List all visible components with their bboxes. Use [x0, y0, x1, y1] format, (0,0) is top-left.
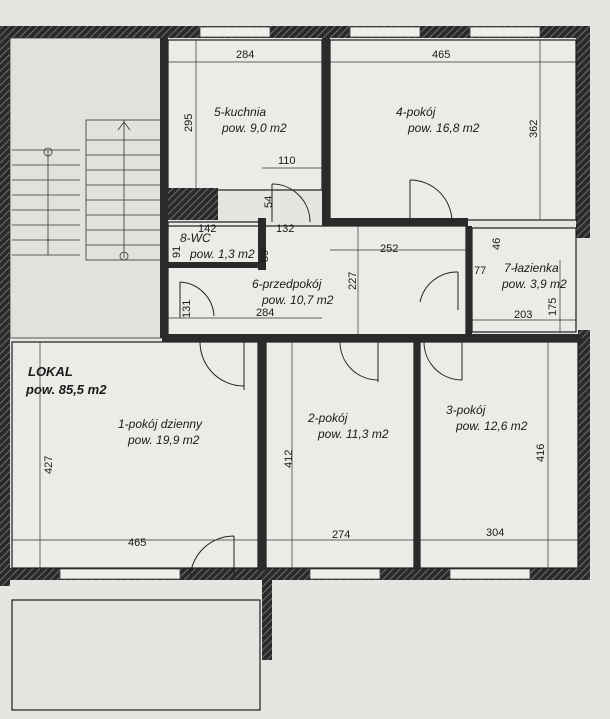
- room3-name: 3-pokój: [446, 403, 486, 417]
- dim-54: 54: [263, 196, 275, 208]
- living-name: 1-pokój dzienny: [118, 417, 203, 431]
- dim-kitchen-w: 284: [236, 49, 254, 61]
- dim-284b: 284: [256, 307, 274, 319]
- room-4: [329, 39, 577, 221]
- dim-kitchen-h: 295: [183, 114, 195, 132]
- bathroom: [471, 227, 577, 333]
- dim-252: 252: [380, 243, 398, 255]
- hall-name: 6-przedpokój: [252, 277, 322, 291]
- dim-131: 131: [181, 300, 193, 318]
- dim-room2-w: 274: [332, 529, 350, 541]
- dim-110: 110: [278, 155, 296, 167]
- bath-name: 7-łazienka: [504, 261, 559, 275]
- living-room: [11, 341, 259, 569]
- stairwell: [9, 37, 163, 339]
- dim-room2-h: 412: [283, 450, 295, 468]
- dim-227: 227: [347, 272, 359, 290]
- door-swings: [179, 179, 463, 581]
- room4-name: 4-pokój: [396, 105, 436, 119]
- dim-46: 46: [491, 238, 503, 250]
- dim-living-w: 465: [128, 537, 146, 549]
- wc-name: 8-WC: [180, 231, 211, 245]
- room2-area: pow. 11,3 m2: [317, 427, 389, 441]
- living-area: pow. 19,9 m2: [127, 433, 200, 447]
- dim-132: 132: [276, 223, 294, 235]
- dim-room3-h: 416: [535, 444, 547, 462]
- dim-142: 142: [198, 223, 216, 235]
- dim-175: 175: [547, 298, 559, 316]
- balcony: [11, 599, 261, 711]
- kitchen-area: pow. 9,0 m2: [221, 121, 287, 135]
- dim-203: 203: [514, 309, 532, 321]
- room4-area: pow. 16,8 m2: [407, 121, 480, 135]
- dimension-lines: [12, 40, 578, 568]
- dim-77: 77: [474, 265, 486, 277]
- bath-area: pow. 3,9 m2: [501, 277, 567, 291]
- kitchen-name: 5-kuchnia: [214, 105, 266, 119]
- hall-area: pow. 10,7 m2: [261, 293, 334, 307]
- rooms: [11, 39, 579, 569]
- dim-89: 89: [259, 250, 271, 262]
- unit-title: LOKAL: [28, 364, 73, 379]
- dim-room4-h: 362: [528, 120, 540, 138]
- windows: [59, 26, 541, 580]
- room-2: [265, 341, 415, 569]
- dim-living-h: 427: [43, 456, 55, 474]
- dim-91: 91: [171, 246, 183, 258]
- kitchen-room: [167, 39, 323, 191]
- room3-area: pow. 12,6 m2: [455, 419, 528, 433]
- dim-room4-w: 465: [432, 49, 450, 61]
- interior-walls: [160, 38, 582, 570]
- unit-area: pow. 85,5 m2: [25, 382, 107, 397]
- wc-area: pow. 1,3 m2: [189, 247, 255, 261]
- dim-room3-w: 304: [486, 527, 504, 539]
- room2-name: 2-pokój: [307, 411, 348, 425]
